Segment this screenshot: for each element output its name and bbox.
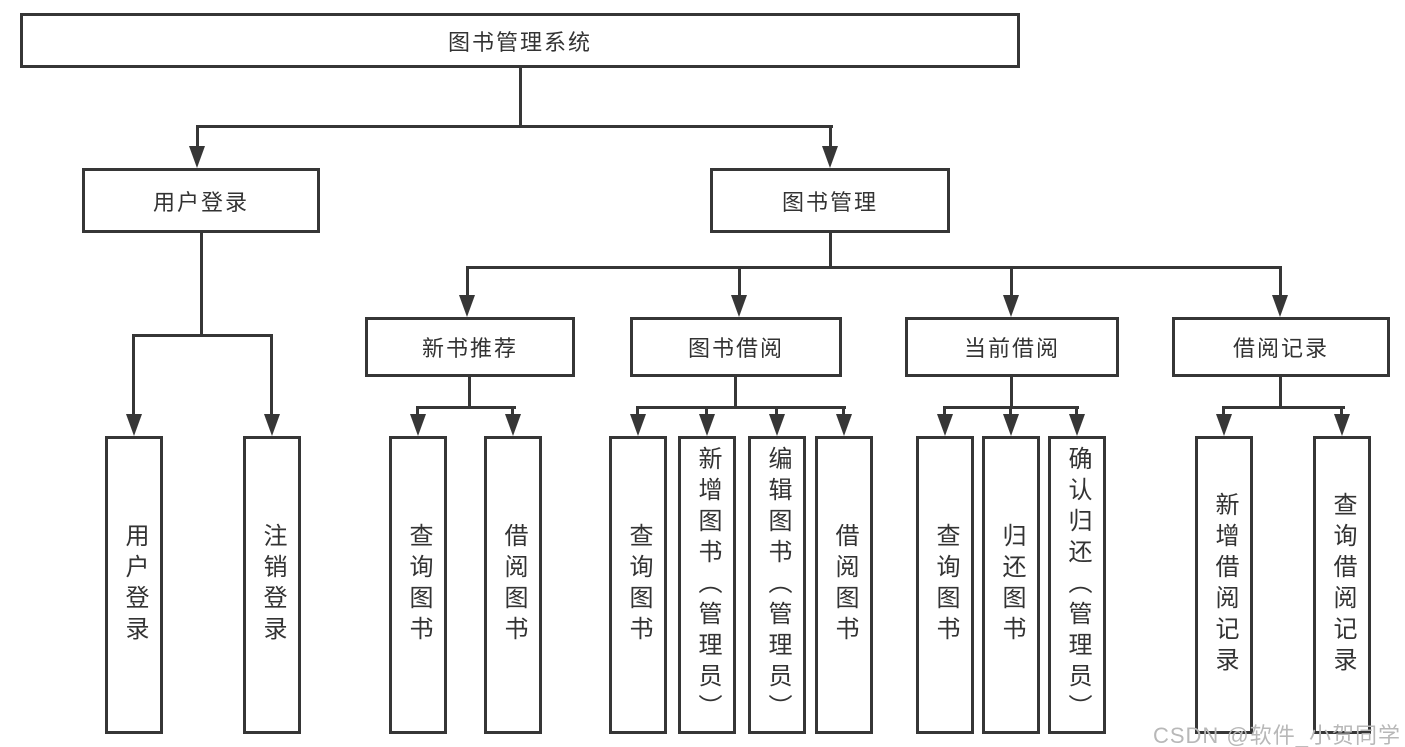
leaf-current-query-books-label: 查询图书 bbox=[932, 523, 959, 647]
leaf-confirm-return-admin: 确认归还（管理员） bbox=[1048, 436, 1106, 734]
leaf-logout: 注销登录 bbox=[243, 436, 301, 734]
connector-recommend-rail bbox=[416, 406, 516, 409]
arrow-down-icon bbox=[1334, 414, 1350, 436]
arrow-down-icon bbox=[1272, 295, 1288, 317]
connector-recommend-drop-1 bbox=[416, 406, 419, 416]
leaf-borrowing-query-books-label: 查询图书 bbox=[625, 523, 652, 647]
arrow-down-icon bbox=[630, 414, 646, 436]
node-new-book-recommendation-label: 新书推荐 bbox=[421, 336, 518, 361]
connector-book-mgmt-drop-2 bbox=[738, 266, 741, 297]
connector-records-drop-1 bbox=[1222, 406, 1225, 416]
connector-user-login-stem bbox=[200, 233, 203, 337]
node-user-login: 用户登录 bbox=[82, 168, 320, 233]
connector-root-drop-right bbox=[829, 125, 832, 148]
arrow-down-icon bbox=[1003, 414, 1019, 436]
leaf-confirm-return-admin-label: 确认归还（管理员） bbox=[1064, 445, 1091, 725]
arrow-down-icon bbox=[126, 414, 142, 436]
leaf-logout-label: 注销登录 bbox=[259, 523, 286, 647]
connector-book-mgmt-drop-1 bbox=[466, 266, 469, 297]
connector-recommend-stem bbox=[468, 377, 471, 408]
arrow-down-icon bbox=[1216, 414, 1232, 436]
leaf-query-borrow-record-label: 查询借阅记录 bbox=[1329, 492, 1356, 678]
leaf-user-login: 用户登录 bbox=[105, 436, 163, 734]
arrow-down-icon bbox=[822, 146, 838, 168]
leaf-recommend-query-books: 查询图书 bbox=[389, 436, 447, 734]
arrow-down-icon bbox=[836, 414, 852, 436]
leaf-recommend-borrow-books: 借阅图书 bbox=[484, 436, 542, 734]
leaf-borrowing-query-books: 查询图书 bbox=[609, 436, 667, 734]
arrow-down-icon bbox=[505, 414, 521, 436]
leaf-return-books: 归还图书 bbox=[982, 436, 1040, 734]
leaf-return-books-label: 归还图书 bbox=[998, 523, 1025, 647]
connector-borrowing-drop-1 bbox=[636, 406, 639, 416]
connector-borrowing-drop-2 bbox=[705, 406, 708, 416]
arrow-down-icon bbox=[937, 414, 953, 436]
connector-user-login-drop-2 bbox=[270, 334, 273, 416]
connector-root-drop-left bbox=[196, 125, 199, 148]
arrow-down-icon bbox=[699, 414, 715, 436]
node-book-borrowing-label: 图书借阅 bbox=[687, 336, 784, 361]
connector-root-rail bbox=[196, 125, 833, 128]
node-borrowing-records-label: 借阅记录 bbox=[1232, 336, 1329, 361]
connector-borrowing-rail bbox=[636, 406, 846, 409]
arrow-down-icon bbox=[459, 295, 475, 317]
leaf-borrowing-borrow-books-label: 借阅图书 bbox=[831, 523, 858, 647]
leaf-add-borrow-record-label: 新增借阅记录 bbox=[1211, 492, 1238, 678]
arrow-down-icon bbox=[189, 146, 205, 168]
node-book-management-label: 图书管理 bbox=[781, 189, 878, 215]
node-book-management: 图书管理 bbox=[710, 168, 950, 233]
connector-book-mgmt-stem bbox=[829, 233, 832, 269]
node-root-label: 图书管理系统 bbox=[447, 29, 592, 55]
leaf-edit-books-admin: 编辑图书（管理员） bbox=[748, 436, 806, 734]
connector-records-drop-2 bbox=[1340, 406, 1343, 416]
leaf-current-query-books: 查询图书 bbox=[916, 436, 974, 734]
connector-book-mgmt-rail bbox=[466, 266, 1282, 269]
leaf-borrowing-borrow-books: 借阅图书 bbox=[815, 436, 873, 734]
arrow-down-icon bbox=[769, 414, 785, 436]
node-user-login-label: 用户登录 bbox=[152, 189, 249, 215]
connector-book-mgmt-drop-3 bbox=[1010, 266, 1013, 297]
leaf-recommend-query-books-label: 查询图书 bbox=[405, 523, 432, 647]
connector-records-rail bbox=[1222, 406, 1345, 409]
arrow-down-icon bbox=[1069, 414, 1085, 436]
node-current-borrowing: 当前借阅 bbox=[905, 317, 1119, 377]
leaf-query-borrow-record: 查询借阅记录 bbox=[1313, 436, 1371, 734]
connector-user-login-rail bbox=[132, 334, 273, 337]
arrow-down-icon bbox=[731, 295, 747, 317]
connector-borrowing-drop-3 bbox=[775, 406, 778, 416]
arrow-down-icon bbox=[264, 414, 280, 436]
node-new-book-recommendation: 新书推荐 bbox=[365, 317, 575, 377]
leaf-add-borrow-record: 新增借阅记录 bbox=[1195, 436, 1253, 734]
connector-current-stem bbox=[1010, 377, 1013, 408]
connector-current-drop-2 bbox=[1009, 406, 1012, 416]
leaf-add-books-admin-label: 新增图书（管理员） bbox=[694, 445, 721, 725]
connector-root-stem bbox=[519, 68, 522, 127]
leaf-recommend-borrow-books-label: 借阅图书 bbox=[500, 523, 527, 647]
connector-book-mgmt-drop-4 bbox=[1279, 266, 1282, 297]
csdn-watermark: CSDN @软件_小贺同学 bbox=[1152, 723, 1401, 747]
leaf-edit-books-admin-label: 编辑图书（管理员） bbox=[764, 445, 791, 725]
node-borrowing-records: 借阅记录 bbox=[1172, 317, 1390, 377]
connector-borrowing-drop-4 bbox=[842, 406, 845, 416]
connector-current-drop-3 bbox=[1075, 406, 1078, 416]
node-current-borrowing-label: 当前借阅 bbox=[963, 336, 1060, 361]
leaf-user-login-label: 用户登录 bbox=[121, 523, 148, 647]
arrow-down-icon bbox=[410, 414, 426, 436]
leaf-add-books-admin: 新增图书（管理员） bbox=[678, 436, 736, 734]
connector-recommend-drop-2 bbox=[511, 406, 514, 416]
arrow-down-icon bbox=[1003, 295, 1019, 317]
connector-records-stem bbox=[1279, 377, 1282, 408]
connector-current-drop-1 bbox=[943, 406, 946, 416]
connector-borrowing-stem bbox=[734, 377, 737, 408]
node-root: 图书管理系统 bbox=[20, 13, 1020, 68]
node-book-borrowing: 图书借阅 bbox=[630, 317, 842, 377]
connector-user-login-drop-1 bbox=[132, 334, 135, 416]
